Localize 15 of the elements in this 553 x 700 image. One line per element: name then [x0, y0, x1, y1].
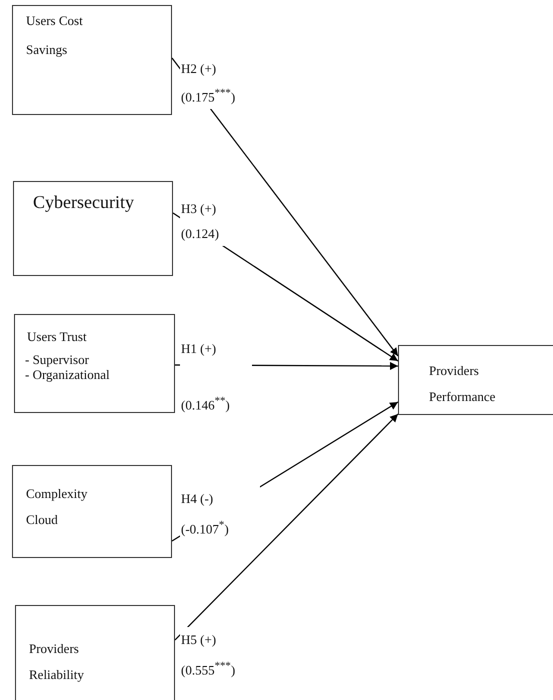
node-label: Providers Performance	[429, 362, 496, 406]
construct-box	[14, 314, 175, 413]
construct-box	[12, 465, 172, 558]
node-label: - Organizational	[25, 367, 111, 383]
construct-box	[13, 181, 173, 276]
construct-box	[12, 5, 172, 115]
arrow	[174, 414, 398, 640]
node-label: Providers Reliability	[29, 640, 85, 684]
construct-box	[15, 605, 175, 700]
node-label: Users Cost Savings	[26, 12, 84, 59]
node-label: - Supervisor	[25, 352, 90, 368]
node-label: Cybersecurity	[33, 192, 135, 212]
construct-box	[398, 345, 553, 415]
node-label: Complexity Cloud	[26, 485, 88, 529]
node-label: Users Trust	[27, 329, 88, 345]
